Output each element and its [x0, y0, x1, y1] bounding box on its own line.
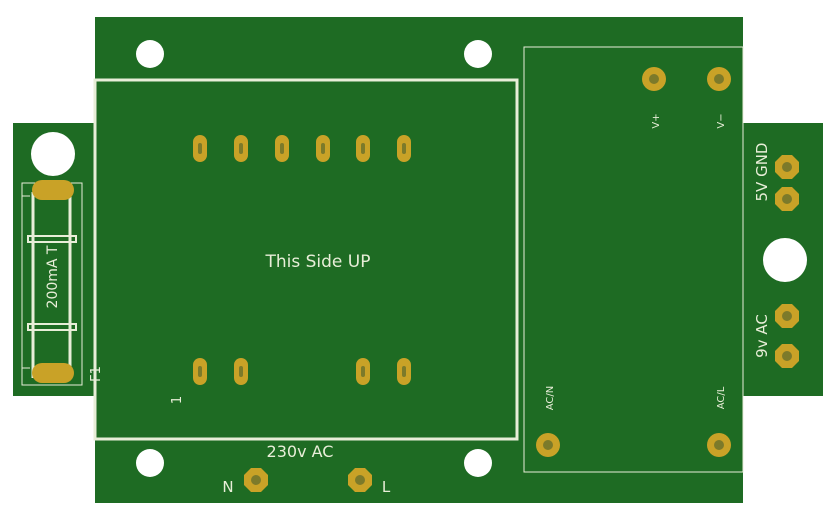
pin-drill [198, 143, 202, 154]
fuse-pad-bottom [32, 363, 74, 383]
mounting-hole [464, 40, 492, 68]
pin-drill [402, 366, 406, 377]
pad-drill [714, 74, 724, 84]
live-label: L [382, 478, 391, 496]
pin-drill [239, 143, 243, 154]
pad-drill [251, 475, 261, 485]
ac-output-label: 9v AC [753, 314, 771, 358]
transformer-pins-top [193, 135, 411, 162]
pin-drill [361, 366, 365, 377]
fuse-ref-label: F1 [89, 366, 104, 382]
neutral-label: N [222, 478, 233, 496]
pin-drill [321, 143, 325, 154]
power-module-pads [536, 67, 731, 457]
v-minus-label: V− [716, 113, 727, 128]
board-main [95, 17, 743, 503]
pin-drill [361, 143, 365, 154]
pad-drill [649, 74, 659, 84]
pad-drill [543, 440, 553, 450]
pin-one-marker: 1 [170, 396, 185, 404]
pin-drill [198, 366, 202, 377]
mains-input-connector [244, 468, 372, 492]
mounting-hole [763, 238, 807, 282]
pin-drill [280, 143, 284, 154]
power-module-outline [523, 46, 744, 473]
pad-drill [782, 162, 792, 172]
mounting-hole [136, 40, 164, 68]
dc-output-connector [775, 155, 799, 211]
transformer-outline [93, 78, 519, 441]
ac-n-label: AC/N [545, 386, 556, 411]
mounting-hole [464, 449, 492, 477]
ac-output-connector [775, 304, 799, 368]
fuse-clip [27, 323, 77, 331]
pad-drill [782, 194, 792, 204]
pin-drill [402, 143, 406, 154]
fuse-rating-label: 200mA T [45, 245, 61, 308]
dc-output-label: 5V GND [753, 143, 771, 202]
pad-drill [782, 311, 792, 321]
mains-input-label: 230v AC [267, 442, 334, 461]
fuse-clip [27, 235, 77, 243]
pad-drill [714, 440, 724, 450]
transformer-pins-bottom [193, 358, 411, 385]
mounting-hole [31, 132, 75, 176]
pad-drill [782, 351, 792, 361]
ac-l-label: AC/L [716, 386, 727, 409]
this-side-up-label: This Side UP [264, 252, 370, 272]
pad-drill [355, 475, 365, 485]
v-plus-label: V+ [651, 113, 662, 128]
pin-drill [239, 366, 243, 377]
mounting-hole [136, 449, 164, 477]
fuse-pad-top [32, 180, 74, 200]
